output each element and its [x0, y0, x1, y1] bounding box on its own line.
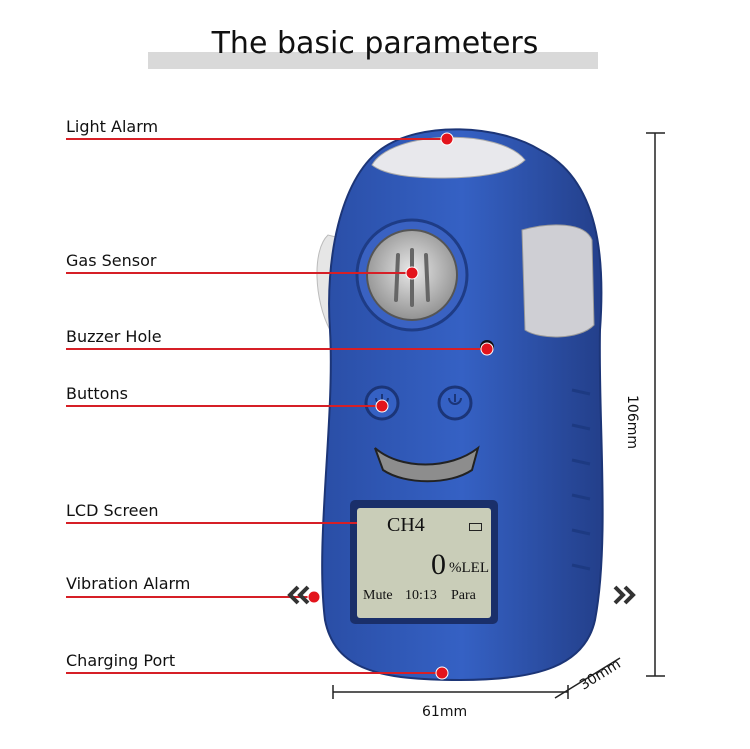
label-buzzer-hole: Buzzer Hole — [66, 327, 162, 346]
lcd-screen: CH4 0 %LEL Mute 10:13 Para — [357, 508, 491, 618]
label-light-alarm: Light Alarm — [66, 117, 159, 136]
smile-indicator — [374, 445, 480, 483]
dimension-lines — [332, 132, 665, 699]
battery-icon — [469, 523, 482, 531]
lcd-value: 0 — [431, 548, 446, 581]
lcd-para: Para — [451, 588, 476, 603]
lcd-time: 10:13 — [405, 588, 437, 603]
leader-lines — [66, 138, 487, 674]
dimension-width: 61mm — [422, 704, 468, 720]
lcd-mute: Mute — [363, 588, 393, 603]
lcd-gas: CH4 — [387, 514, 425, 536]
side-ridges — [571, 388, 591, 571]
lcd-unit: %LEL — [449, 560, 489, 576]
title-underline — [148, 52, 598, 69]
label-charging-port: Charging Port — [66, 651, 176, 670]
vibration-left-icon — [287, 585, 310, 605]
vibration-right-icon — [613, 585, 636, 605]
label-vibration-alarm: Vibration Alarm — [66, 574, 191, 593]
right-light-lens — [521, 224, 595, 338]
page-title: The basic parameters — [211, 26, 539, 61]
label-lcd-screen: LCD Screen — [66, 501, 159, 520]
label-gas-sensor: Gas Sensor — [66, 251, 157, 270]
dimension-height: 106mm — [624, 395, 640, 449]
label-buttons: Buttons — [66, 384, 128, 403]
